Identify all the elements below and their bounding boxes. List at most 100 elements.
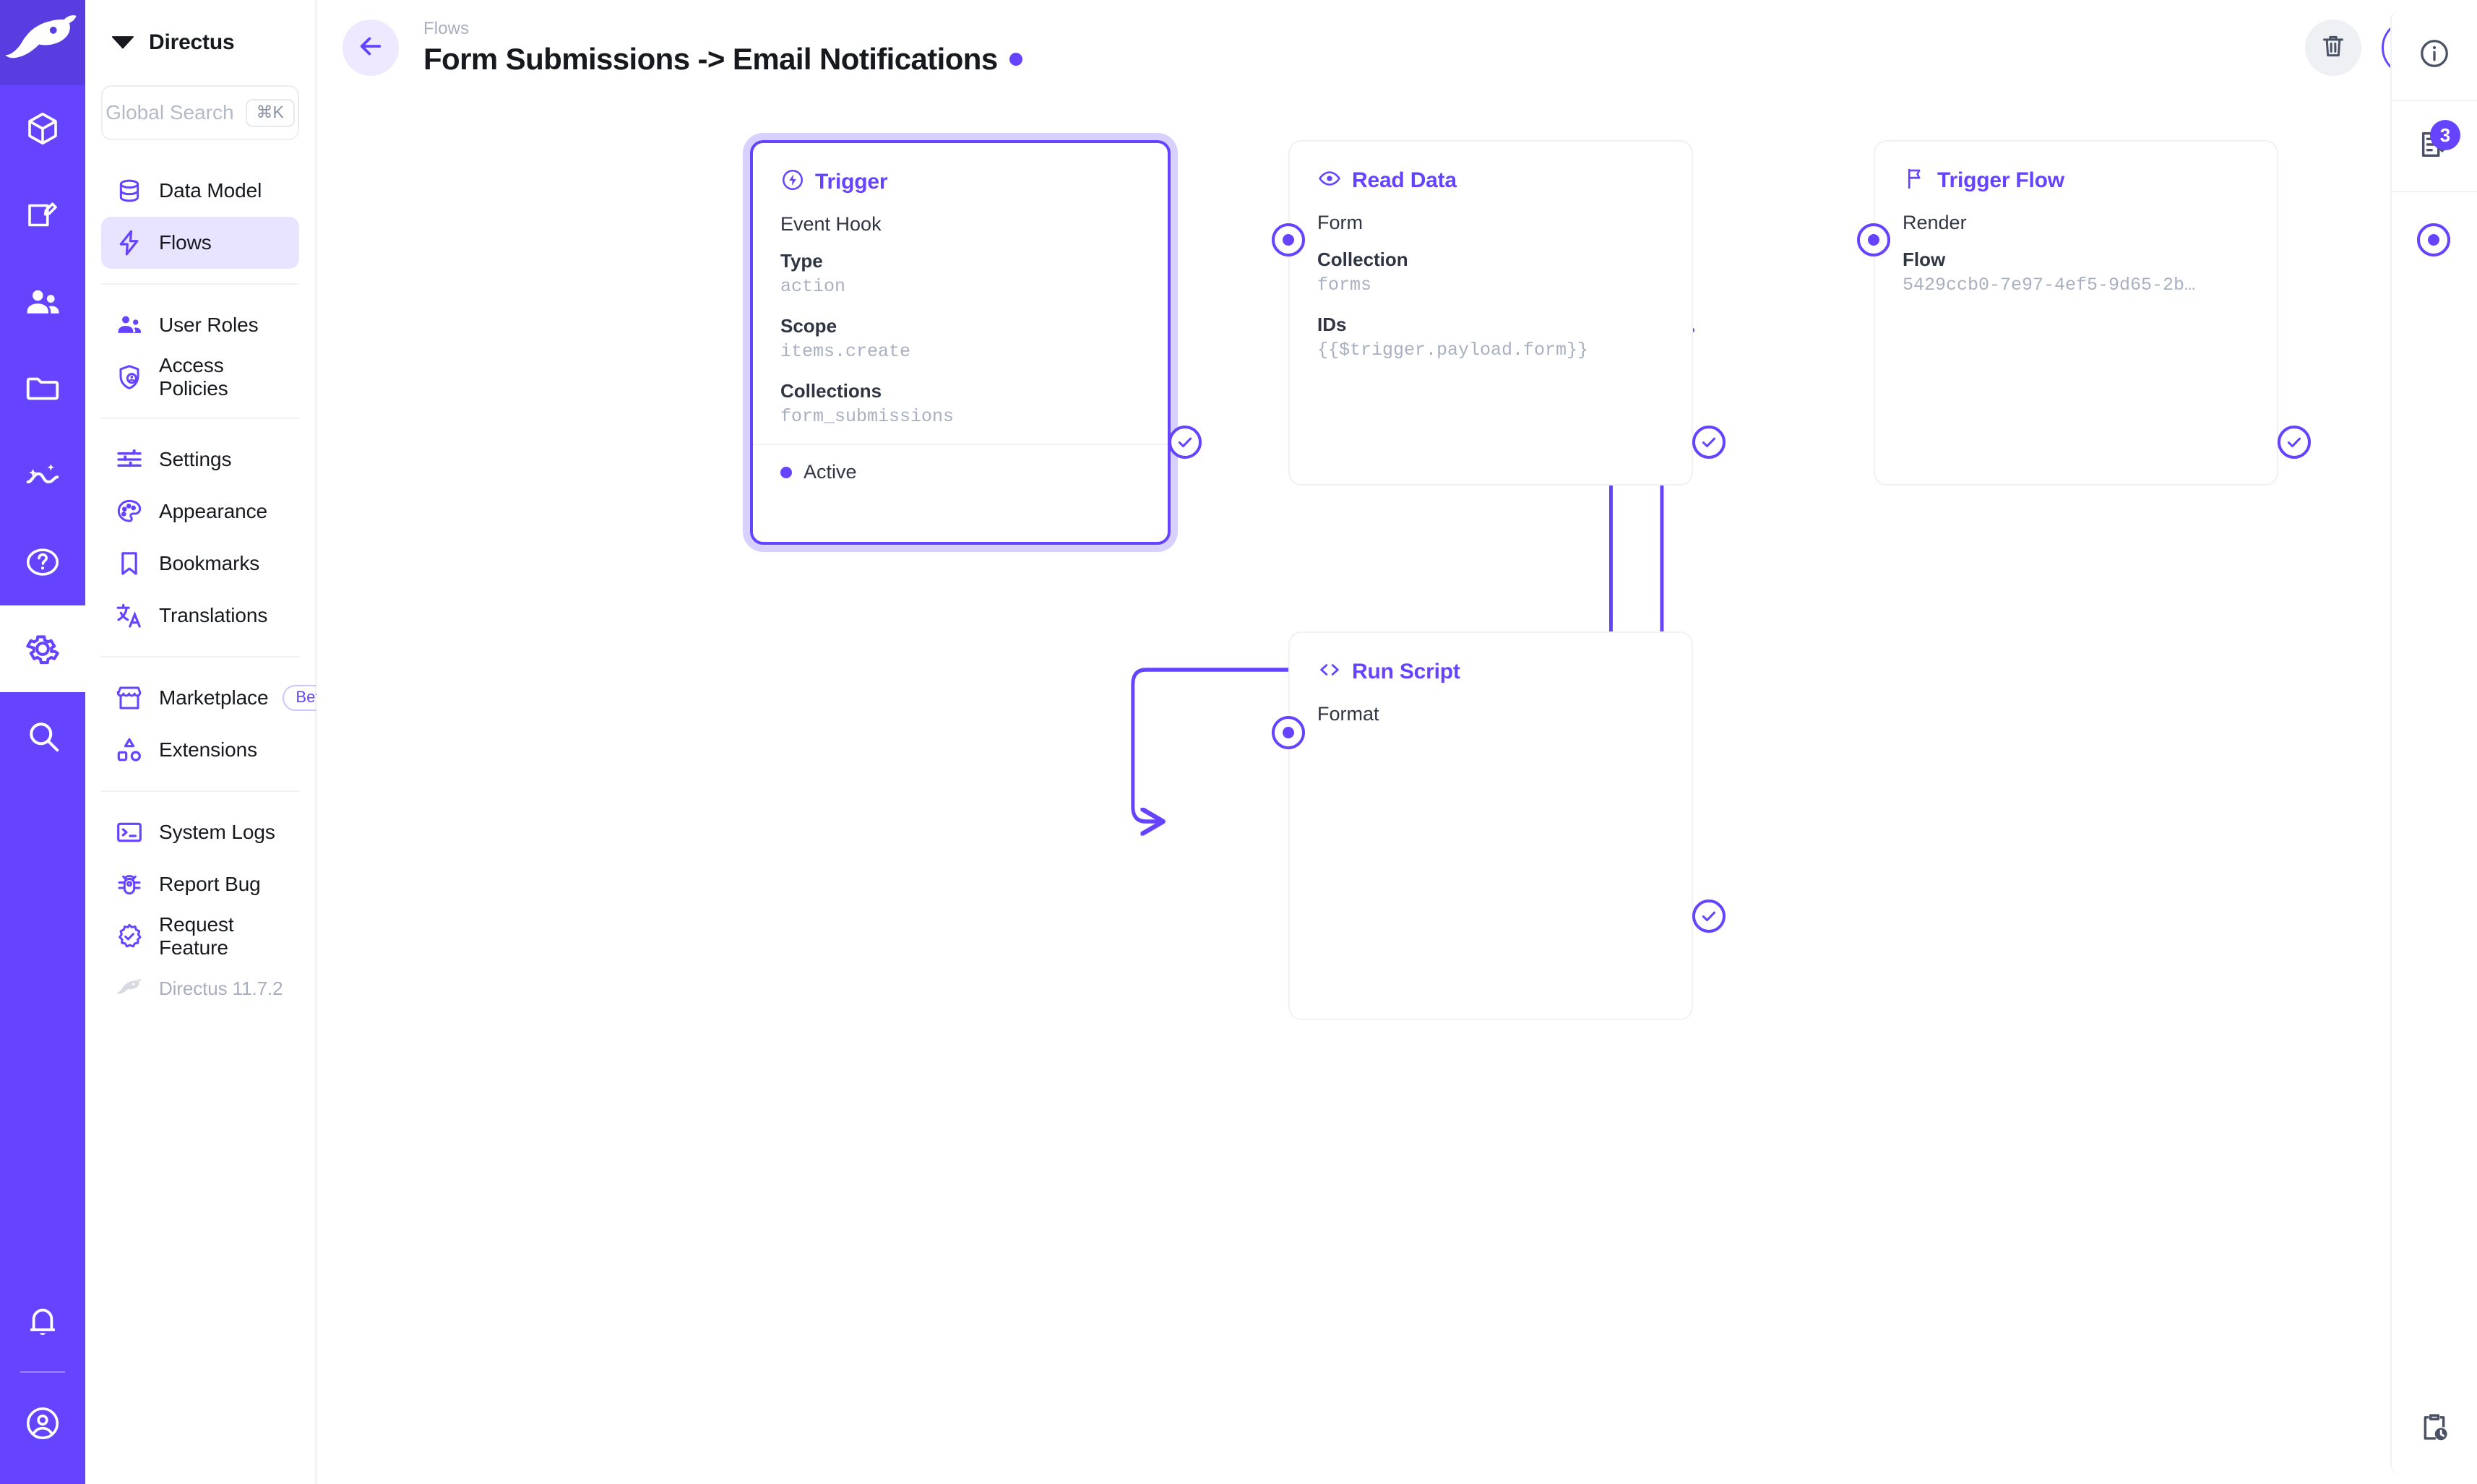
sidebar-item-bookmarks[interactable]: Bookmarks bbox=[101, 538, 299, 590]
sidebar-item-data-model[interactable]: Data Model bbox=[101, 165, 299, 217]
search-input[interactable]: Global Search ⌘K bbox=[101, 85, 299, 140]
sidebar-item-label: Bookmarks bbox=[159, 552, 260, 574]
handle-dot bbox=[1283, 234, 1294, 246]
sidebar-item-system-logs[interactable]: System Logs bbox=[101, 806, 299, 858]
module-files[interactable] bbox=[0, 345, 85, 432]
module-users[interactable] bbox=[0, 259, 85, 345]
code-icon bbox=[1317, 657, 1342, 686]
search-shortcut-badge: ⌘K bbox=[245, 98, 295, 127]
module-settings[interactable] bbox=[0, 605, 85, 692]
handle-dot bbox=[1283, 727, 1294, 738]
terminal-icon bbox=[114, 817, 145, 847]
sidebar-item-report-bug[interactable]: Report Bug bbox=[101, 858, 299, 910]
field-key: IDs bbox=[1317, 314, 1347, 336]
handle-dot bbox=[2428, 234, 2439, 246]
field-value: {{$trigger.payload.form}} bbox=[1317, 340, 1589, 361]
run-script-output-handle[interactable] bbox=[1692, 900, 1726, 933]
back-button[interactable] bbox=[343, 20, 399, 76]
sidebar-item-label: User Roles bbox=[159, 314, 259, 336]
flow-canvas[interactable]: Trigger Event Hook Type action Scope ite… bbox=[316, 95, 2477, 1484]
sidebar-item-user-roles[interactable]: User Roles bbox=[101, 299, 299, 351]
bookmark-icon bbox=[114, 548, 145, 579]
sidebar-item-label: System Logs bbox=[159, 821, 275, 843]
module-search[interactable] bbox=[0, 692, 85, 779]
status-dot bbox=[780, 466, 792, 478]
field-key: Collection bbox=[1317, 249, 1408, 270]
sidebar-item-label: Access Policies bbox=[159, 354, 228, 400]
flow-node-trigger[interactable]: Trigger Event Hook Type action Scope ite… bbox=[750, 140, 1171, 545]
flow-node-trigger-flow-render[interactable]: Trigger Flow Render Flow 5429ccb0-7e97-4… bbox=[1874, 140, 2278, 486]
sidebar-item-label: Translations bbox=[159, 604, 268, 626]
sidebar-item-access-policies[interactable]: Access Policies bbox=[101, 351, 299, 403]
sidebar-item-label: Settings bbox=[159, 448, 232, 470]
nav-divider bbox=[101, 418, 299, 419]
module-bar-divider bbox=[20, 1371, 65, 1373]
flag-icon bbox=[1903, 166, 1927, 194]
database-icon bbox=[114, 176, 145, 206]
sidebar-item-label: Flows bbox=[159, 231, 212, 254]
field-key: Collections bbox=[780, 380, 882, 402]
nav-divider bbox=[101, 656, 299, 657]
node-status: Active bbox=[753, 444, 1168, 483]
flow-logs-button[interactable]: 3 bbox=[2391, 101, 2477, 191]
node-subtitle: Format bbox=[1317, 703, 1379, 725]
sidebar-item-request-feature[interactable]: Request Feature bbox=[101, 910, 299, 962]
notifications-button[interactable] bbox=[0, 1277, 85, 1364]
rail-divider bbox=[2391, 191, 2477, 192]
sidebar-item-flows[interactable]: Flows bbox=[101, 217, 299, 269]
status-label: Active bbox=[804, 461, 857, 483]
read-data-output-handle[interactable] bbox=[1692, 426, 1726, 459]
delete-flow-button[interactable] bbox=[2305, 20, 2361, 76]
breadcrumb[interactable]: Flows bbox=[423, 19, 470, 38]
read-data-input-handle[interactable] bbox=[1272, 223, 1305, 256]
module-editor[interactable] bbox=[0, 172, 85, 259]
sidebar-item-label: Marketplace bbox=[159, 686, 269, 709]
project-header[interactable]: Directus bbox=[101, 0, 299, 85]
eye-icon bbox=[1317, 166, 1342, 194]
module-bar bbox=[0, 0, 85, 1484]
field-value: items.create bbox=[780, 341, 911, 363]
bug-icon bbox=[114, 869, 145, 900]
node-field: Collection forms bbox=[1317, 247, 1664, 298]
flow-node-run-script[interactable]: Run Script Format bbox=[1288, 631, 1693, 1020]
run-script-input-handle[interactable] bbox=[1272, 716, 1305, 749]
flow-info-button[interactable] bbox=[2391, 10, 2477, 100]
activity-button[interactable] bbox=[2391, 1384, 2477, 1474]
sidebar-item-label: Extensions bbox=[159, 738, 257, 761]
module-insights[interactable] bbox=[0, 432, 85, 519]
field-key: Scope bbox=[780, 315, 837, 337]
node-subtitle: Form bbox=[1317, 212, 1363, 233]
nav-group-settings: Settings Appearance Book bbox=[101, 428, 299, 647]
sidebar-item-label: Request Feature bbox=[159, 913, 234, 959]
flow-node-read-data[interactable]: Read Data Form Collection forms IDs {{$t… bbox=[1288, 140, 1693, 486]
directus-logo-icon[interactable] bbox=[0, 0, 85, 85]
title-block: Flows Form Submissions -> Email Notifica… bbox=[423, 19, 1022, 77]
sidebar-item-label: Data Model bbox=[159, 179, 262, 202]
module-content[interactable] bbox=[0, 85, 85, 172]
nav-group-access: User Roles Access Policies bbox=[101, 293, 299, 409]
shield-person-icon bbox=[114, 362, 145, 392]
sidebar-item-translations[interactable]: Translations bbox=[101, 590, 299, 642]
trigger-flow-render-input-handle[interactable] bbox=[1857, 223, 1890, 256]
sidebar-item-marketplace[interactable]: Marketplace Beta bbox=[101, 672, 342, 724]
trigger-flow-send-input-handle[interactable] bbox=[2417, 223, 2450, 256]
node-field: Flow 5429ccb0-7e97-4ef5-9d65-2b… bbox=[1903, 247, 2249, 298]
bolt-circle-icon bbox=[780, 168, 805, 196]
nav-group-data: Data Model Flows bbox=[101, 159, 299, 275]
trigger-output-handle[interactable] bbox=[1168, 426, 1202, 459]
field-value: action bbox=[780, 276, 846, 298]
nav-group-support: System Logs Report Bug bbox=[101, 801, 299, 1020]
field-value: forms bbox=[1317, 275, 1372, 296]
sidebar-item-extensions[interactable]: Extensions bbox=[101, 724, 299, 776]
project-logo-icon bbox=[108, 27, 137, 59]
sidebar-item-settings[interactable]: Settings bbox=[101, 433, 299, 486]
version-label: Directus 11.7.2 bbox=[159, 977, 283, 999]
storefront-icon bbox=[114, 683, 145, 713]
field-value: 5429ccb0-7e97-4ef5-9d65-2b… bbox=[1903, 275, 2196, 296]
trigger-flow-render-output-handle[interactable] bbox=[2278, 426, 2311, 459]
node-type-label: Read Data bbox=[1352, 168, 1457, 192]
tune-icon bbox=[114, 444, 145, 475]
module-help[interactable] bbox=[0, 519, 85, 605]
account-circle-icon[interactable] bbox=[0, 1380, 85, 1467]
sidebar-item-appearance[interactable]: Appearance bbox=[101, 486, 299, 538]
